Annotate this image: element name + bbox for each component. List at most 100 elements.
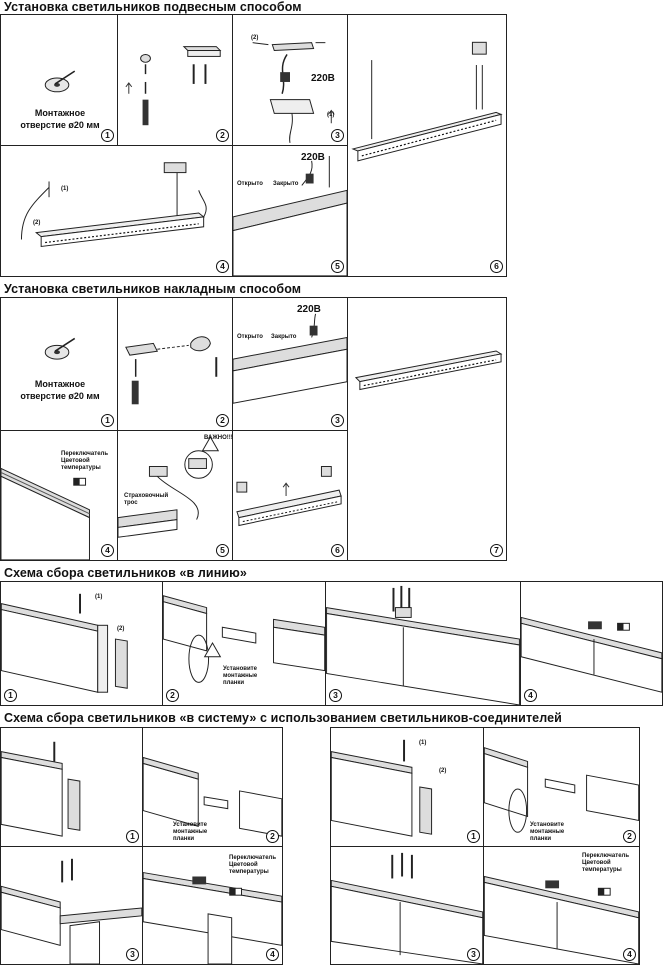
mounting-plate-illustration — [143, 756, 282, 837]
step-number: 3 — [126, 948, 139, 961]
step-marker-2: (2) — [117, 626, 125, 632]
install-label-3: планки — [223, 680, 245, 686]
pendant-step-4: (1) (2) 4 — [0, 145, 233, 277]
step-number: 1 — [101, 414, 114, 427]
step-number: 3 — [329, 689, 342, 702]
mounting-bracket-illustration — [125, 336, 218, 405]
switch-label-3: температуры — [229, 869, 269, 875]
safety-label-1: Страховочный — [124, 493, 169, 499]
pendant-step-5: 220В Открыто Закрыто 5 — [232, 145, 348, 277]
switch-label-2: Цветовой — [582, 860, 611, 866]
surface-step-4: Переключатель Цветовой температуры 4 — [0, 430, 118, 561]
end-cap-illustration — [1, 741, 81, 837]
end-cap-illustration — [1, 593, 128, 693]
switch-label-2: Цветовой — [229, 862, 258, 868]
install-label-2: монтажные — [530, 829, 565, 835]
mount-hole-label-2: отверстие ø20 мм — [20, 391, 100, 401]
step-number: 5 — [216, 544, 229, 557]
step-number: 6 — [331, 544, 344, 557]
step-number: 2 — [166, 689, 179, 702]
step-marker-1: (1) — [419, 740, 427, 746]
inline-step-1: (1) (2) 1 — [0, 581, 163, 706]
mounting-plate-illustration — [163, 595, 325, 683]
end-cap-illustration — [331, 739, 433, 837]
step-marker-2: (2) — [439, 768, 447, 774]
step-number: 5 — [331, 260, 344, 273]
step-number: 1 — [126, 830, 139, 843]
step-number: 4 — [101, 544, 114, 557]
install-label-1: Установите — [530, 822, 564, 828]
step-number: 2 — [216, 414, 229, 427]
surface-step-5: ВАЖНО!!! Страховочный трос 5 — [117, 430, 233, 561]
voltage-label: 220В — [301, 152, 325, 163]
step-number: 1 — [4, 689, 17, 702]
step-marker-1: (1) — [61, 186, 69, 192]
system-left-step-1: 1 — [0, 727, 143, 847]
install-label-3: планки — [530, 836, 552, 842]
step-number: 1 — [101, 129, 114, 142]
step-number: 7 — [490, 544, 503, 557]
pendant-step-3: 220В (2) (1) 3 — [232, 14, 348, 146]
color-switch-illustration — [1, 467, 90, 560]
system-left-step-4: Переключатель Цветовой температуры 4 — [142, 846, 283, 965]
inline-step-2: Установите монтажные планки 2 — [162, 581, 326, 706]
step-marker-1: (1) — [95, 594, 103, 600]
joining-illustration — [331, 852, 483, 964]
luminaire-mounting-illustration — [236, 466, 342, 527]
voltage-label: 220В — [297, 304, 321, 315]
mount-hole-label-1: Монтажное — [34, 108, 86, 118]
switch-cover-illustration — [521, 616, 662, 693]
install-label-3: планки — [173, 836, 195, 842]
step-marker-1: (1) — [327, 112, 335, 118]
inline-step-4: 4 — [520, 581, 663, 706]
step-number: 4 — [524, 689, 537, 702]
install-label-1: Установите — [223, 666, 257, 672]
system-left-step-2: Установите монтажные планки 2 — [142, 727, 283, 847]
surface-luminaire-illustration — [354, 350, 503, 391]
step-number: 6 — [490, 260, 503, 273]
section-title-surface: Установка светильников накладным способо… — [4, 282, 302, 296]
switch-label-1: Переключатель — [229, 855, 277, 861]
ceiling-hole-illustration — [44, 337, 76, 360]
surface-step-6: 6 — [232, 430, 348, 561]
suspended-luminaire-illustration — [351, 41, 503, 162]
install-label-2: монтажные — [223, 673, 258, 679]
switch-label-3: температуры — [582, 867, 622, 873]
pendant-step-1: Монтажное отверстие ø20 мм 1 — [0, 14, 118, 146]
surface-step-2: 2 — [117, 297, 233, 431]
screw-anchor-illustration — [125, 46, 222, 126]
switch-label-1: Переключатель — [61, 451, 109, 457]
inline-step-3: 3 — [325, 581, 521, 706]
switch-label-3: температуры — [61, 465, 101, 471]
closed-label: Закрыто — [273, 181, 299, 187]
switch-label-2: Цветовой — [61, 458, 90, 464]
step-number: 3 — [331, 414, 344, 427]
mounting-plate-illustration — [484, 747, 639, 833]
install-label-2: монтажные — [173, 829, 208, 835]
system-left-step-3: 3 — [0, 846, 143, 965]
system-right-step-2: Установите монтажные планки 2 — [483, 727, 640, 847]
surface-step-1: Монтажное отверстие ø20 мм 1 — [0, 297, 118, 431]
step-number: 4 — [216, 260, 229, 273]
surface-step-3: 220В Открыто Закрыто 3 — [232, 297, 348, 431]
cable-hanging-illustration — [20, 162, 207, 248]
closed-label: Закрыто — [271, 334, 297, 340]
pendant-step-2: 2 — [117, 14, 233, 146]
section-title-system: Схема сбора светильников «в систему» с и… — [4, 711, 562, 725]
section-title-inline: Схема сбора светильников «в линию» — [4, 566, 247, 580]
install-label-1: Установите — [173, 822, 207, 828]
pendant-step-6: 6 — [347, 14, 507, 277]
system-right-step-4: Переключатель Цветовой температуры 4 — [483, 846, 640, 965]
section-title-pendant: Установка светильников подвесным способо… — [4, 0, 302, 14]
step-number: 2 — [266, 830, 279, 843]
step-marker-2: (2) — [251, 35, 259, 41]
wiring-box-illustration — [252, 42, 335, 143]
switch-cover-illustration — [484, 875, 639, 964]
step-number: 3 — [467, 948, 480, 961]
connector-illustration — [233, 155, 347, 276]
step-number: 2 — [216, 129, 229, 142]
safety-cable-illustration — [118, 436, 220, 538]
safety-label-2: трос — [124, 500, 138, 506]
ceiling-hole-illustration — [44, 70, 76, 93]
surface-step-7: 7 — [347, 297, 507, 561]
